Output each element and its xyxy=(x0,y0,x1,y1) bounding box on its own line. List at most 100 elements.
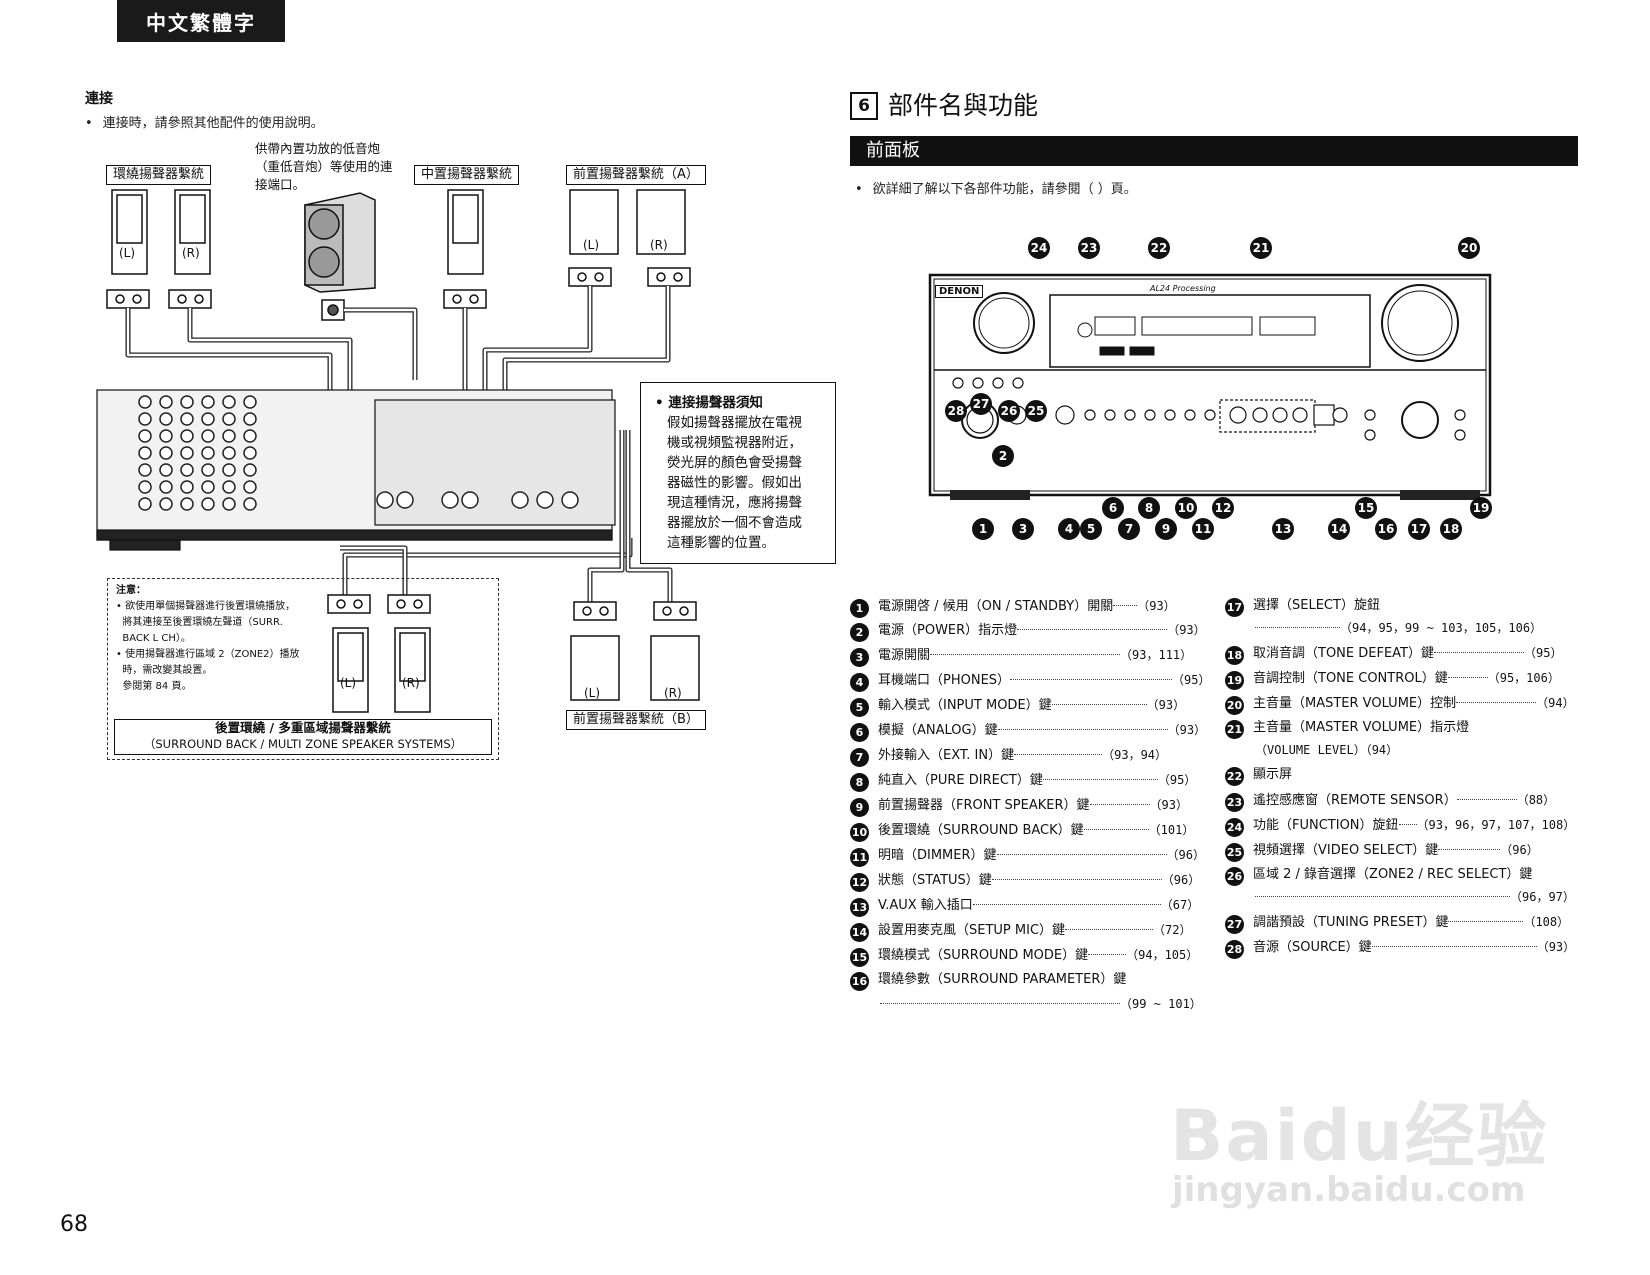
rca-jack xyxy=(201,446,215,460)
speaker-terminal xyxy=(376,491,394,509)
notice-title: • 連接揚聲器須知 xyxy=(655,395,763,411)
rca-jack xyxy=(138,412,152,426)
callout-23: 23 xyxy=(1078,237,1100,259)
center-speaker xyxy=(443,189,487,309)
rca-jack xyxy=(159,429,173,443)
rca-jack xyxy=(243,412,257,426)
connection-heading: 連接 xyxy=(85,91,113,107)
speaker-terminal xyxy=(511,491,529,509)
callout-2: 2 xyxy=(992,445,1014,467)
callout-26: 26 xyxy=(998,400,1020,422)
rca-jack xyxy=(243,463,257,477)
surround-right-tag: (R) xyxy=(182,246,200,260)
rca-jack xyxy=(138,480,152,494)
callout-16: 16 xyxy=(1375,518,1397,540)
rca-jack xyxy=(180,497,194,511)
rca-jack xyxy=(222,412,236,426)
speaker-terminal xyxy=(441,491,459,509)
callout-12: 12 xyxy=(1212,497,1234,519)
callout-5: 5 xyxy=(1080,518,1102,540)
speaker-terminal xyxy=(561,491,579,509)
rca-jack xyxy=(243,429,257,443)
rca-jack xyxy=(201,497,215,511)
rca-jack xyxy=(138,463,152,477)
callout-24: 24 xyxy=(1028,237,1050,259)
surround-left-tag: (L) xyxy=(119,246,136,260)
rca-jack xyxy=(138,429,152,443)
rca-jack xyxy=(180,446,194,460)
subwoofer-note: 供帶內置功放的低音炮 （重低音炮）等使用的連 接端口。 xyxy=(255,141,393,192)
callout-1: 1 xyxy=(972,518,994,540)
callout-25: 25 xyxy=(1025,400,1047,422)
rca-jack xyxy=(222,429,236,443)
front-a-left-tag: (L) xyxy=(583,238,600,252)
speaker-terminal xyxy=(396,491,414,509)
callout-3: 3 xyxy=(1012,518,1034,540)
speaker-connection-diagram xyxy=(96,189,700,713)
rear-left-tag: (L) xyxy=(340,676,357,690)
rca-jack xyxy=(180,429,194,443)
speaker-terminal xyxy=(536,491,554,509)
rca-jack xyxy=(222,446,236,460)
rca-jack xyxy=(159,497,173,511)
label-surround: 環繞揚聲器繫統 xyxy=(106,165,212,185)
rca-jack xyxy=(159,480,173,494)
callout-9: 9 xyxy=(1155,518,1177,540)
rca-jack xyxy=(180,480,194,494)
subwoofer xyxy=(304,192,376,321)
rca-jack xyxy=(201,412,215,426)
page-number: 68 xyxy=(60,1212,88,1237)
callout-14: 14 xyxy=(1328,518,1350,540)
label-front-a: 前置揚聲器繫統（A） xyxy=(566,165,706,185)
rca-jack xyxy=(243,446,257,460)
rca-jack xyxy=(201,463,215,477)
front-b-left-tag: (L) xyxy=(584,686,601,700)
rca-jack xyxy=(222,395,236,409)
section-title: 部件名與功能 xyxy=(888,91,1039,120)
rca-jack xyxy=(159,446,173,460)
list-item-continuation: （VOLUME LEVEL）（94） xyxy=(1255,743,1399,757)
rca-jack xyxy=(201,395,215,409)
rca-jack xyxy=(180,412,194,426)
rca-jack xyxy=(159,463,173,477)
list-item-continuation: （99 ~ 101） xyxy=(880,994,1202,1015)
callout-10: 10 xyxy=(1175,497,1197,519)
rca-jack xyxy=(138,395,152,409)
rca-jack xyxy=(201,480,215,494)
callout-19: 19 xyxy=(1470,497,1492,519)
rear-speaker-label: 後置環繞 / 多重區域揚聲器繫統 （SURROUND BACK / MULTI … xyxy=(114,719,492,755)
intro-bullet: 欲詳細了解以下各部件功能，請參閱（ ）頁。 xyxy=(855,178,1137,197)
callout-20: 20 xyxy=(1458,237,1480,259)
section-number: 6 xyxy=(850,92,878,120)
rca-jack xyxy=(159,412,173,426)
language-tab: 中文繁體字 xyxy=(117,0,285,42)
rca-jack xyxy=(159,395,173,409)
rca-jack xyxy=(243,497,257,511)
rear-speakers xyxy=(327,594,431,713)
callout-21: 21 xyxy=(1250,237,1272,259)
callout-18: 18 xyxy=(1440,518,1462,540)
rca-jack xyxy=(180,395,194,409)
rear-panel-jacks xyxy=(138,395,579,511)
callout-11: 11 xyxy=(1192,518,1214,540)
